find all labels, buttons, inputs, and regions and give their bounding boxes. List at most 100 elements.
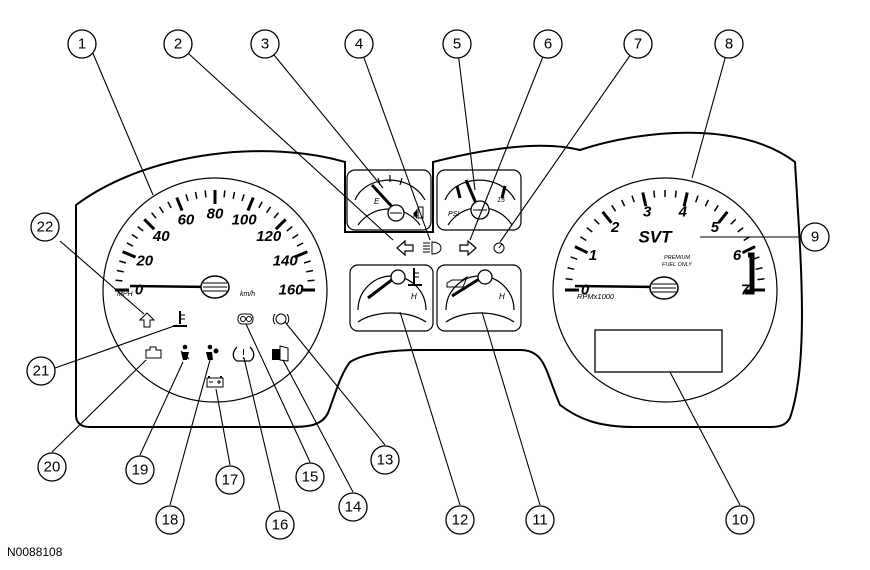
svg-text:2: 2 <box>174 36 182 53</box>
tachometer-tick <box>641 192 648 207</box>
fuel-empty-label: E <box>374 197 380 206</box>
svg-text:3: 3 <box>261 36 269 53</box>
svg-text:22: 22 <box>37 219 54 236</box>
callout-18: 18 <box>155 505 185 535</box>
svg-text:14: 14 <box>345 499 362 516</box>
callout-9: 9 <box>800 222 830 252</box>
tachometer-tick <box>695 195 699 203</box>
speedometer-tick <box>116 269 124 273</box>
callout-15: 15 <box>295 462 325 492</box>
callout-14: 14 <box>338 492 368 522</box>
speedometer-label: 20 <box>135 252 153 269</box>
speedometer-tick <box>185 194 189 202</box>
speedometer-tick <box>266 206 272 214</box>
svg-text:17: 17 <box>222 472 239 489</box>
svg-text:13: 13 <box>377 452 394 469</box>
callout-8: 8 <box>714 29 744 59</box>
speedometer-tick <box>126 242 134 247</box>
svt-logo: SVT <box>638 228 673 247</box>
coolant-temp-gauge-icon <box>408 268 422 286</box>
speedometer-tick <box>303 260 311 264</box>
tachometer-tick <box>717 210 729 224</box>
callout-21: 21 <box>26 356 56 386</box>
overdrive-off-icon <box>237 313 254 325</box>
premium-fuel-notice-line2: FUEL ONLY <box>662 262 692 268</box>
speedometer-tick <box>296 242 304 247</box>
speedometer-label: 140 <box>273 252 299 269</box>
speedometer-label: 40 <box>152 228 170 245</box>
check-engine-icon <box>145 346 162 359</box>
svg-text:15: 15 <box>302 469 319 486</box>
tachometer-label: 2 <box>610 219 620 236</box>
svg-text:16: 16 <box>272 517 289 534</box>
speedometer-tick <box>204 190 207 198</box>
temp-hot-label: H <box>411 292 417 301</box>
tachometer-tick <box>579 236 587 242</box>
premium-fuel-notice-line1: PREMIUM <box>664 255 690 261</box>
callout-4: 4 <box>344 29 374 59</box>
speedometer-kmh-unit: km/h <box>240 291 255 298</box>
tire-pressure-icon <box>232 346 255 362</box>
oil-pressure-unit: PSI <box>448 211 459 218</box>
tachometer-redline <box>745 252 755 295</box>
oil-pressure-gauge: PSI 15 <box>436 169 522 231</box>
svg-text:18: 18 <box>162 512 179 529</box>
tachometer-tick <box>713 204 719 212</box>
speedometer-label: 100 <box>232 211 258 228</box>
tachometer-tick <box>620 199 626 207</box>
speedometer-tick <box>306 269 314 273</box>
tachometer-tick <box>755 267 763 271</box>
tachometer-tick <box>567 267 575 271</box>
speedometer-tick <box>158 206 164 214</box>
fuel-gauge: E F <box>346 169 432 231</box>
airbag-icon <box>206 344 219 360</box>
callout-6: 6 <box>533 29 563 59</box>
speedometer-label: 60 <box>178 211 195 228</box>
cluster-housing-outline <box>75 131 803 428</box>
tachometer-tick <box>631 195 635 203</box>
tachometer-label: 1 <box>589 247 597 264</box>
callout-2: 2 <box>163 29 193 59</box>
tachometer-tick <box>593 218 600 225</box>
tachometer-needle <box>574 284 661 289</box>
tachometer-tick <box>757 278 765 281</box>
tachometer-tick <box>730 218 737 225</box>
tachometer-label: 3 <box>643 204 652 221</box>
tachometer-label: 6 <box>733 247 742 264</box>
tachometer-tick <box>737 227 744 233</box>
oil-temp-hot-label: H <box>499 292 505 301</box>
tachometer-tick <box>565 278 573 281</box>
speedometer-tick <box>122 250 137 259</box>
figure-id-label: N0088108 <box>7 545 63 559</box>
speedometer-label: 0 <box>135 282 144 299</box>
svg-text:21: 21 <box>33 363 50 380</box>
speedometer-label: 160 <box>278 282 304 299</box>
callout-7: 7 <box>623 29 653 59</box>
tachometer-tick <box>741 245 756 255</box>
svg-text:19: 19 <box>132 462 149 479</box>
speedometer-tick <box>246 197 255 212</box>
callout-10: 10 <box>725 505 755 535</box>
speedometer-tick <box>143 218 156 231</box>
oil-temperature-gauge: H <box>436 264 522 332</box>
tachometer-tick <box>611 204 617 212</box>
speedometer-tick <box>293 250 308 259</box>
speedometer-tick <box>167 201 172 209</box>
callout-1: 1 <box>67 29 97 59</box>
tachometer-tick <box>586 227 593 233</box>
tachometer-tick <box>601 210 613 224</box>
svg-text:11: 11 <box>532 512 548 529</box>
speedometer-tick <box>119 260 127 264</box>
svg-text:20: 20 <box>44 459 61 476</box>
speedometer-tick <box>286 225 293 232</box>
tachometer-tick <box>682 192 689 207</box>
speedometer-tick <box>273 212 280 219</box>
tachometer-ticks <box>565 190 765 292</box>
leader-lines <box>51 43 800 511</box>
speedometer-tick <box>223 190 226 198</box>
seatbelt-icon <box>180 344 190 360</box>
svg-text:7: 7 <box>634 36 642 53</box>
